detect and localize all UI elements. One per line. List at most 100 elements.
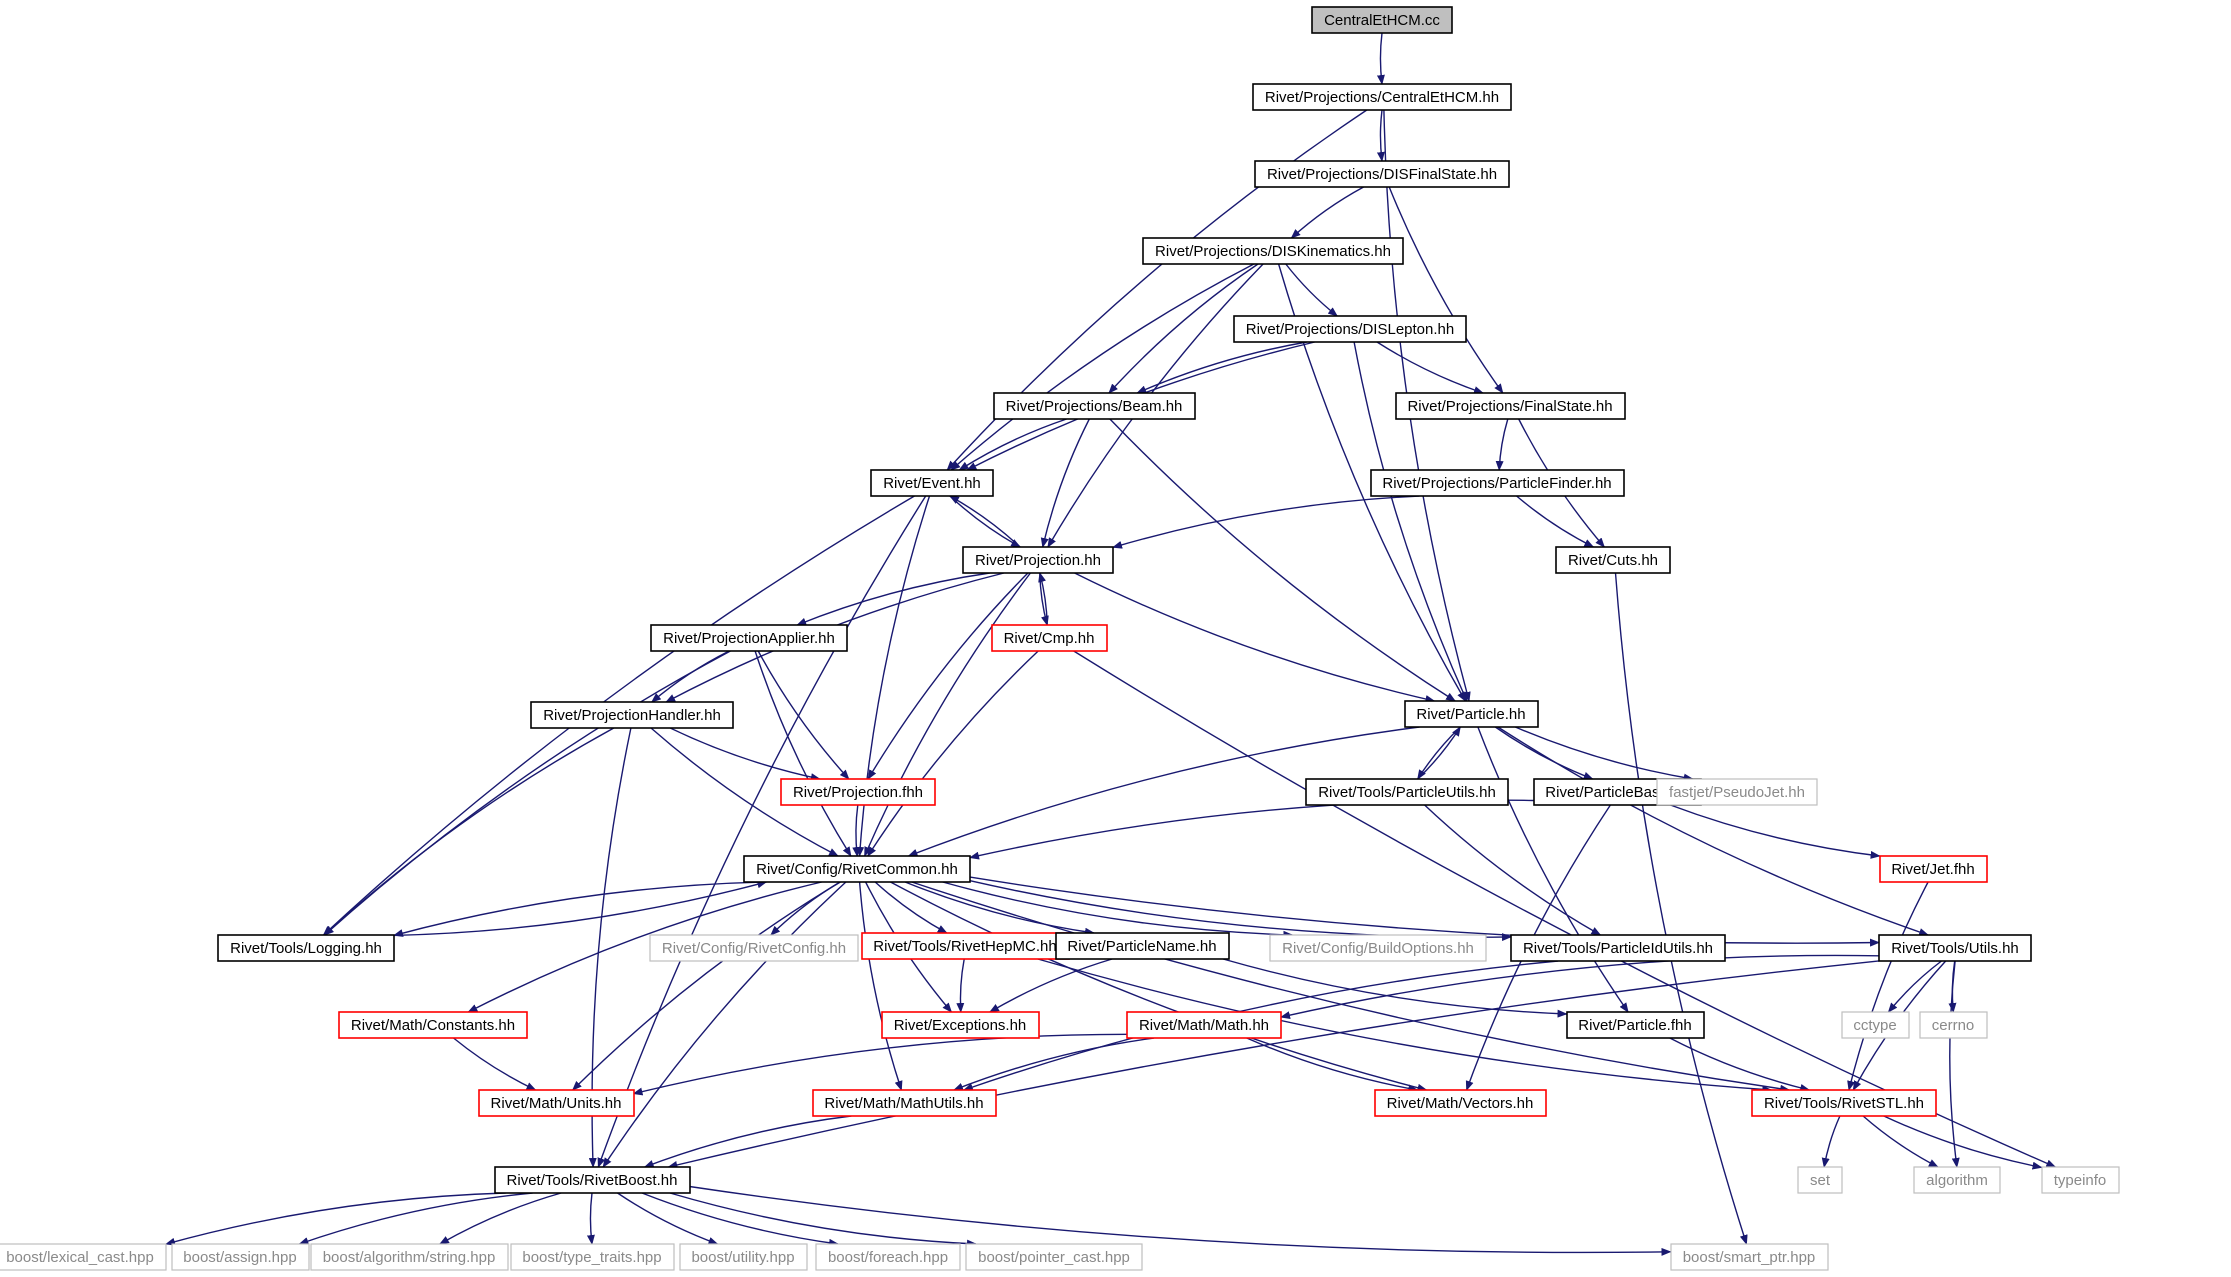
graph-node-n11[interactable]: Rivet/ProjectionApplier.hh bbox=[650, 624, 848, 652]
edge-n13-to-n19 bbox=[907, 726, 1420, 857]
node-box bbox=[1252, 83, 1512, 111]
node-box bbox=[780, 778, 936, 806]
edge-n30-to-n36 bbox=[1246, 1037, 1419, 1093]
edge-n23-to-n29 bbox=[956, 958, 965, 1013]
graph-node-n47[interactable]: boost/foreach.hpp bbox=[815, 1243, 961, 1271]
graph-node-n27[interactable]: Rivet/Tools/Utils.hh bbox=[1878, 934, 2032, 962]
graph-node-n34[interactable]: Rivet/Math/Units.hh bbox=[478, 1089, 635, 1117]
edge-n14-to-n15 bbox=[669, 727, 821, 782]
graph-node-n26[interactable]: Rivet/Tools/ParticleIdUtils.hh bbox=[1510, 934, 1726, 962]
node-label: boost/lexical_cast.hpp bbox=[6, 1249, 154, 1266]
graph-node-n38[interactable]: Rivet/Tools/RivetBoost.hh bbox=[494, 1166, 691, 1194]
graph-node-n24[interactable]: Rivet/ParticleName.hh bbox=[1055, 932, 1230, 960]
edge-n19-to-n35 bbox=[858, 881, 903, 1091]
node-box bbox=[1919, 1011, 1988, 1039]
graph-node-n33[interactable]: cerrno bbox=[1919, 1011, 1988, 1039]
graph-node-n22[interactable]: Rivet/Config/RivetConfig.hh bbox=[649, 934, 859, 962]
node-label: Rivet/ParticleBase.hh bbox=[1545, 784, 1688, 801]
node-label: Rivet/Projections/Beam.hh bbox=[1006, 398, 1183, 415]
graph-node-n14[interactable]: Rivet/ProjectionHandler.hh bbox=[530, 701, 734, 729]
graph-node-n20[interactable]: Rivet/Jet.fhh bbox=[1879, 855, 1988, 883]
node-label: Rivet/Jet.fhh bbox=[1891, 861, 1974, 878]
graph-node-n28[interactable]: Rivet/Math/Constants.hh bbox=[338, 1011, 528, 1039]
graph-node-n39[interactable]: set bbox=[1797, 1166, 1843, 1194]
graph-node-n18[interactable]: fastjet/PseudoJet.hh bbox=[1656, 778, 1818, 806]
graph-node-n44[interactable]: boost/algorithm/string.hpp bbox=[310, 1243, 509, 1271]
graph-node-n31[interactable]: Rivet/Particle.fhh bbox=[1566, 1011, 1705, 1039]
graph-node-n5[interactable]: Rivet/Projections/Beam.hh bbox=[993, 392, 1196, 420]
graph-node-n36[interactable]: Rivet/Math/Vectors.hh bbox=[1374, 1089, 1547, 1117]
node-box bbox=[1841, 1011, 1910, 1039]
edge-n26-to-n35 bbox=[962, 960, 1559, 1091]
node-box bbox=[171, 1243, 310, 1271]
graph-node-n29[interactable]: Rivet/Exceptions.hh bbox=[881, 1011, 1040, 1039]
graph-node-n13[interactable]: Rivet/Particle.hh bbox=[1404, 700, 1539, 728]
graph-node-n16[interactable]: Rivet/Tools/ParticleUtils.hh bbox=[1305, 778, 1509, 806]
node-box bbox=[310, 1243, 509, 1271]
edge-n19-to-n38 bbox=[602, 881, 847, 1168]
graph-node-n45[interactable]: boost/type_traits.hpp bbox=[510, 1243, 675, 1271]
graph-node-n40[interactable]: algorithm bbox=[1913, 1166, 2001, 1194]
graph-node-n0[interactable]: CentralEtHCM.cc bbox=[1311, 6, 1453, 34]
graph-node-n15[interactable]: Rivet/Projection.fhh bbox=[780, 778, 936, 806]
node-label: Rivet/Math/Constants.hh bbox=[351, 1017, 515, 1034]
node-box bbox=[812, 1089, 997, 1117]
node-label: Rivet/Event.hh bbox=[883, 475, 981, 492]
graph-node-n4[interactable]: Rivet/Projections/DISLepton.hh bbox=[1233, 315, 1467, 343]
node-label: Rivet/Tools/RivetBoost.hh bbox=[507, 1172, 678, 1189]
node-box bbox=[1370, 469, 1625, 497]
graph-node-n3[interactable]: Rivet/Projections/DISKinematics.hh bbox=[1142, 237, 1404, 265]
graph-node-n10[interactable]: Rivet/Cuts.hh bbox=[1555, 546, 1671, 574]
edge-n7-to-n38 bbox=[597, 495, 927, 1168]
node-label: boost/assign.hpp bbox=[183, 1249, 296, 1266]
edge-n38-to-n48 bbox=[669, 1192, 977, 1248]
edge-n4-to-n5 bbox=[1136, 341, 1307, 394]
edge-n19-to-n23 bbox=[874, 881, 948, 934]
edge-n13-to-n18 bbox=[1515, 726, 1694, 782]
graph-node-n25[interactable]: Rivet/Config/BuildOptions.hh bbox=[1269, 934, 1487, 962]
graph-node-n21[interactable]: Rivet/Tools/Logging.hh bbox=[217, 934, 395, 962]
edge-n2-to-n6 bbox=[1388, 186, 1504, 394]
graph-node-n42[interactable]: boost/lexical_cast.hpp bbox=[0, 1243, 167, 1271]
node-label: Rivet/Cuts.hh bbox=[1568, 552, 1658, 569]
graph-node-n30[interactable]: Rivet/Math/Math.hh bbox=[1126, 1011, 1282, 1039]
graph-node-n41[interactable]: typeinfo bbox=[2041, 1166, 2120, 1194]
edge-n9-to-n15 bbox=[867, 572, 1029, 780]
graph-node-n9[interactable]: Rivet/Projection.hh bbox=[962, 546, 1114, 574]
node-label: Rivet/ProjectionHandler.hh bbox=[543, 707, 721, 724]
edge-n4-to-n6 bbox=[1376, 341, 1484, 394]
node-label: Rivet/Cmp.hh bbox=[1004, 630, 1095, 647]
node-label: Rivet/Math/Units.hh bbox=[491, 1095, 622, 1112]
node-label: Rivet/Exceptions.hh bbox=[894, 1017, 1027, 1034]
graph-node-n19[interactable]: Rivet/Config/RivetCommon.hh bbox=[743, 855, 971, 883]
graph-node-n1[interactable]: Rivet/Projections/CentralEtHCM.hh bbox=[1252, 83, 1512, 111]
graph-node-n35[interactable]: Rivet/Math/MathUtils.hh bbox=[812, 1089, 997, 1117]
edge-n27-to-n32 bbox=[1887, 960, 1942, 1013]
node-label: Rivet/Tools/RivetSTL.hh bbox=[1764, 1095, 1924, 1112]
node-box bbox=[1126, 1011, 1282, 1039]
node-box bbox=[1555, 546, 1671, 574]
graph-node-n43[interactable]: boost/assign.hpp bbox=[171, 1243, 310, 1271]
graph-node-n32[interactable]: cctype bbox=[1841, 1011, 1910, 1039]
graph-node-n49[interactable]: boost/smart_ptr.hpp bbox=[1670, 1243, 1829, 1271]
graph-node-n46[interactable]: boost/utility.hpp bbox=[679, 1243, 808, 1271]
edge-n16-to-n26 bbox=[1424, 804, 1602, 936]
node-box bbox=[1670, 1243, 1829, 1271]
graph-node-n12[interactable]: Rivet/Cmp.hh bbox=[991, 624, 1108, 652]
node-label: Rivet/Tools/Logging.hh bbox=[230, 940, 382, 957]
graph-node-n48[interactable]: boost/pointer_cast.hpp bbox=[965, 1243, 1143, 1271]
edge-n9-to-n13 bbox=[1074, 572, 1436, 703]
graph-node-n2[interactable]: Rivet/Projections/DISFinalState.hh bbox=[1254, 160, 1510, 188]
graph-node-n6[interactable]: Rivet/Projections/FinalState.hh bbox=[1395, 392, 1626, 420]
node-label: Rivet/Config/RivetConfig.hh bbox=[662, 940, 846, 957]
graph-node-n23[interactable]: Rivet/Tools/RivetHepMC.hh bbox=[861, 932, 1070, 960]
graph-node-n37[interactable]: Rivet/Tools/RivetSTL.hh bbox=[1751, 1089, 1937, 1117]
edge-n27-to-n40 bbox=[1949, 960, 1960, 1168]
edge-n38-to-n44 bbox=[439, 1192, 562, 1245]
edge-n14-to-n21 bbox=[323, 727, 615, 936]
node-box bbox=[1878, 934, 2032, 962]
graph-node-n8[interactable]: Rivet/Projections/ParticleFinder.hh bbox=[1370, 469, 1625, 497]
node-box bbox=[1566, 1011, 1705, 1039]
graph-node-n7[interactable]: Rivet/Event.hh bbox=[870, 469, 994, 497]
node-box bbox=[962, 546, 1114, 574]
